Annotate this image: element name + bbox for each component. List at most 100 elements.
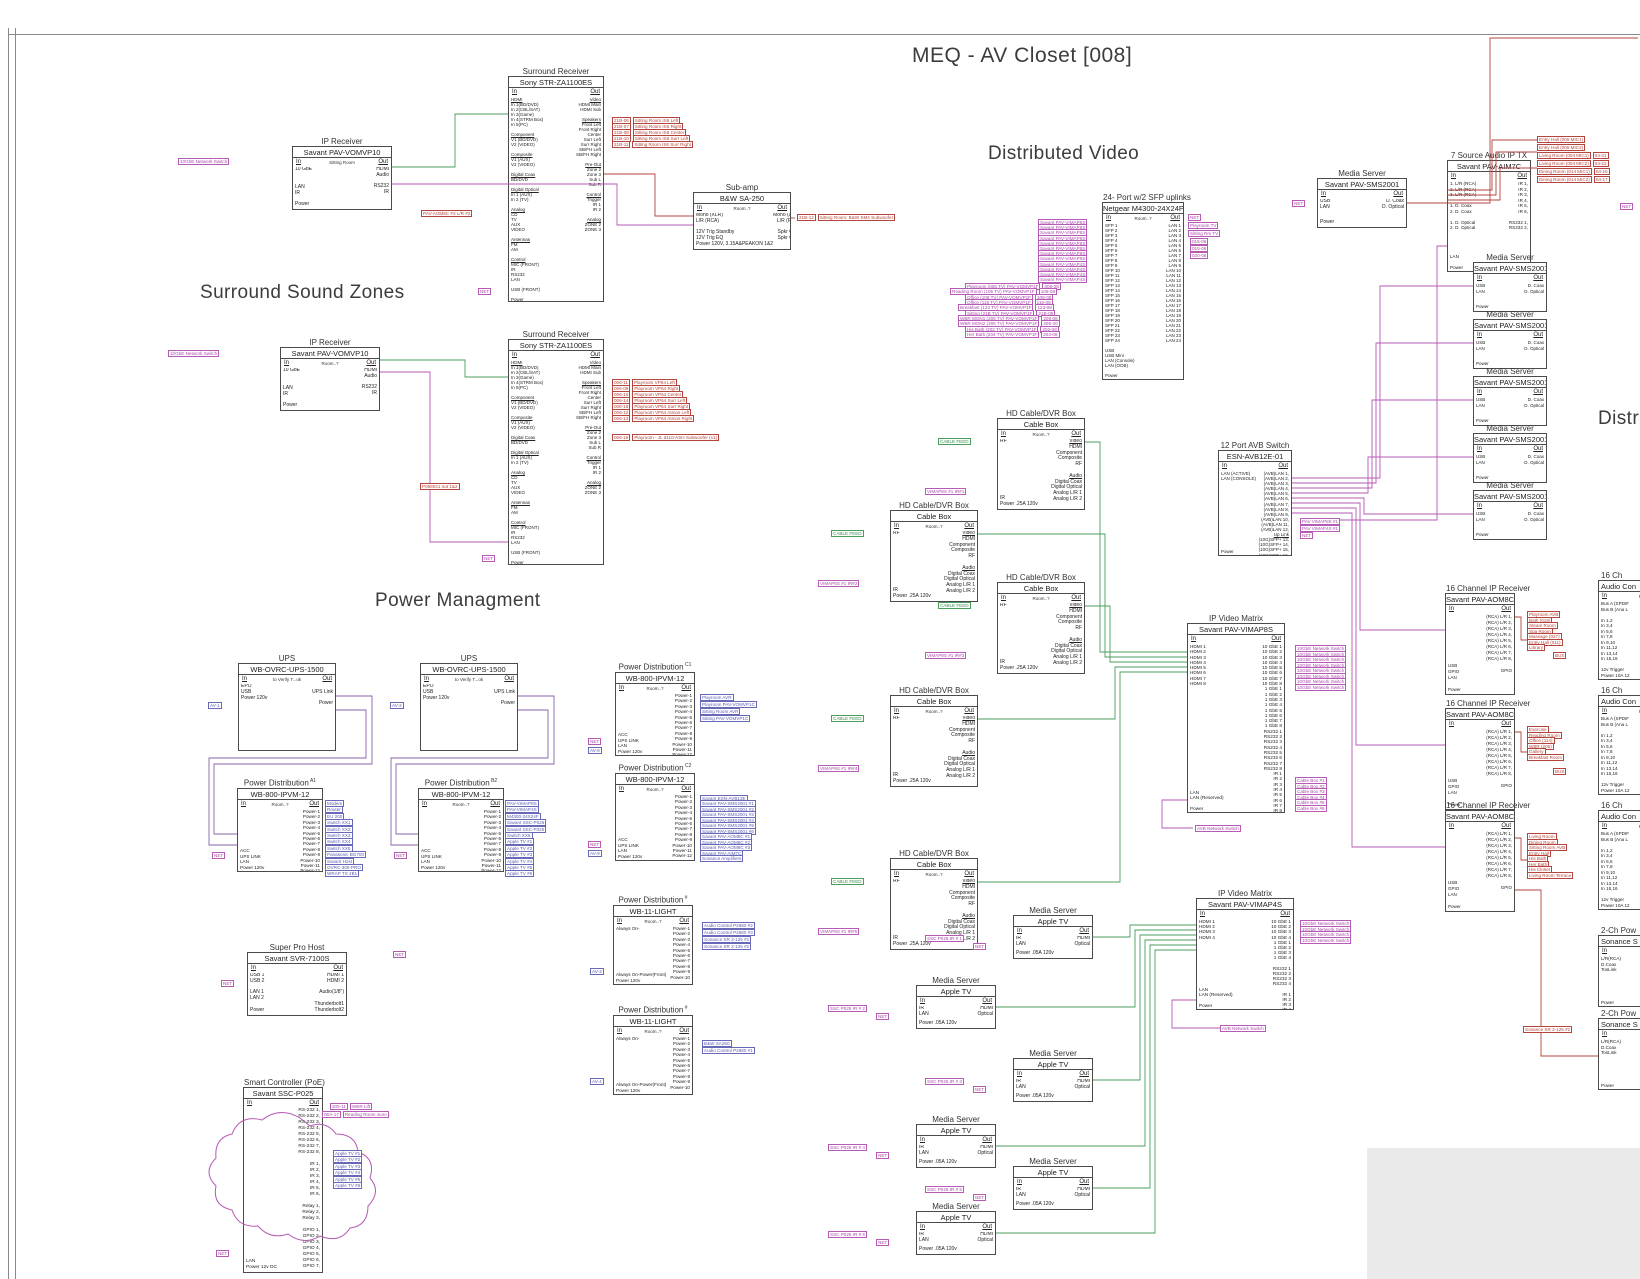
- port-label: L/R(RCA): [1601, 1039, 1621, 1044]
- out-header: Out: [333, 965, 343, 971]
- wire-tag: Savant PAV-VIMAP4S: [1038, 276, 1088, 283]
- out-header: Out: [309, 1100, 319, 1106]
- port-label: In 5,6: [1601, 743, 1613, 749]
- out-header: Out: [309, 801, 319, 807]
- port-label: HDMI 6: [1190, 670, 1206, 676]
- port-label: Analog: [511, 470, 526, 475]
- wire-tag: Switch XX1: [325, 819, 353, 826]
- out-header: Out: [1079, 1179, 1089, 1185]
- port-label: In 1,2: [1601, 732, 1613, 738]
- port-label: Audio: [1069, 636, 1082, 643]
- port-label: Optical: [1074, 1191, 1090, 1198]
- port-label: LAN 24: [1165, 338, 1181, 343]
- cable-box-4-title: HD Cable/DVR Box: [899, 686, 969, 695]
- port-label: Zone 3: [586, 435, 601, 440]
- port-label: Control: [586, 192, 601, 197]
- port-label: Digital Coax: [948, 918, 975, 925]
- port-label: Front Left: [581, 385, 601, 390]
- port-label: LAN 13: [1165, 283, 1181, 288]
- wire-tag: NET: [1620, 203, 1634, 210]
- port-label: Power-4: [674, 709, 692, 715]
- port-label: Power: [283, 402, 298, 409]
- port-label: LAN 11: [1166, 273, 1181, 278]
- port-label: Mono (XLR): [696, 213, 723, 218]
- wire: [392, 113, 508, 168]
- port-label: Power-7: [674, 826, 692, 832]
- port-label: LAN: [1199, 987, 1209, 993]
- port-label: Power 120v: [616, 977, 641, 983]
- wire-tag: Audio Control P2680 #3: [702, 929, 755, 936]
- port-label: IR 1: [592, 465, 601, 470]
- ups-1-title: UPS: [278, 654, 296, 663]
- port-label: RS-232 5,: [298, 1132, 320, 1137]
- port-label: RS232 3: [1272, 976, 1291, 982]
- wire-tag: 10GbE Network Switch: [1295, 684, 1347, 691]
- port-label: Speakers: [581, 380, 601, 385]
- wire: [1515, 731, 1527, 753]
- port-label: SFP 23: [1105, 333, 1120, 338]
- port-label: IR: [919, 1145, 924, 1150]
- port-label: 10 GbE 7: [1262, 675, 1282, 681]
- port-label: SB/FH Right: [575, 152, 601, 157]
- port-label: RS-232 2,: [298, 1114, 320, 1119]
- port-label: RF: [893, 879, 900, 884]
- port-label: Power: [1199, 1002, 1213, 1008]
- cable-box-5-title: HD Cable/DVR Box: [899, 849, 969, 858]
- wire-tag: NET: [1300, 532, 1314, 539]
- port-label: HDMI 5: [1190, 665, 1206, 671]
- out-header: Out: [1501, 823, 1511, 829]
- port-label: Audio: [1069, 472, 1082, 479]
- port-label: HDMI: [511, 360, 523, 365]
- port-label: Power-11: [300, 863, 320, 869]
- port-label: Power-5: [674, 815, 692, 821]
- port-label: SFP 9: [1105, 263, 1118, 268]
- port-label: 12V Trig Standby: [696, 229, 735, 236]
